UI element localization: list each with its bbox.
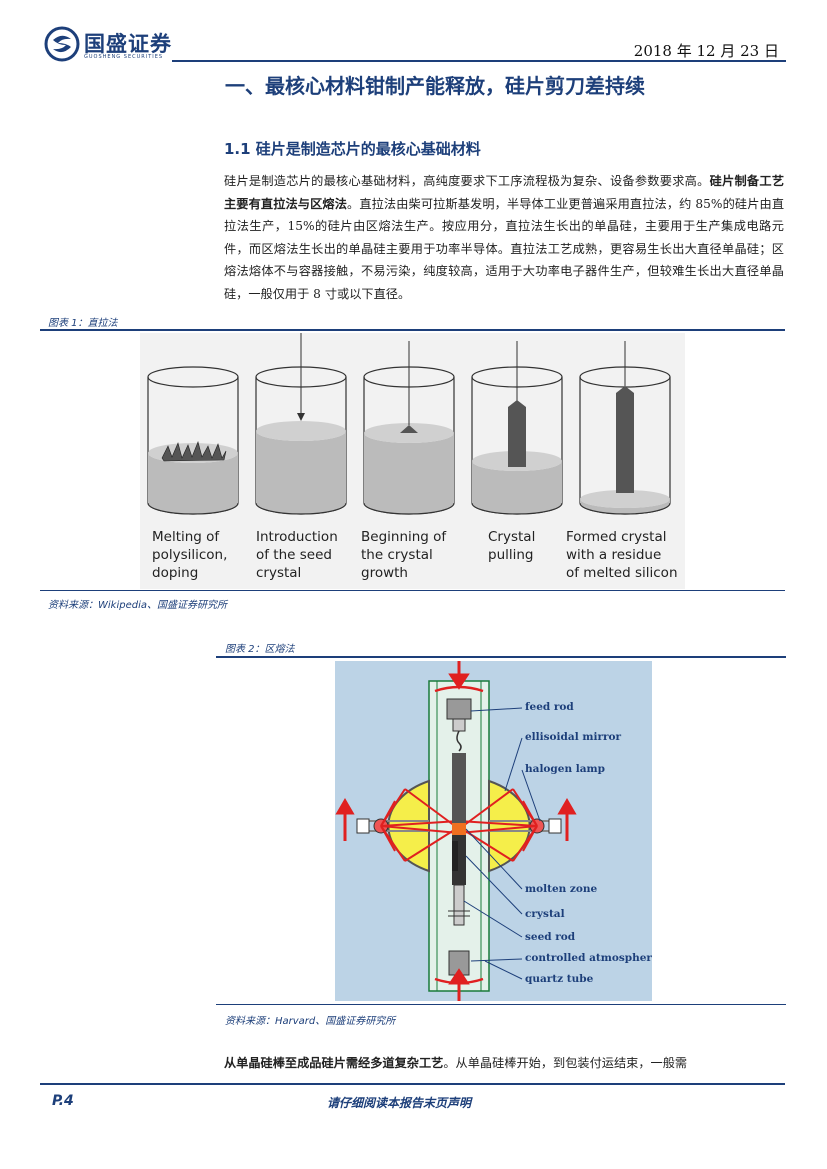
figure2-source: 资料来源：Harvard、国盛证券研究所 [225, 1016, 396, 1027]
figure2-bottom-rule [216, 1004, 786, 1005]
beaker-beginning [363, 341, 455, 515]
para-sentence-1: 硅片是制造芯片的最核心基础材料，高纯度要求下工序流程极为复杂、设备参数要求高。 [224, 174, 710, 188]
footer-divider [40, 1083, 785, 1085]
callout-label: quartz tube [525, 973, 594, 985]
caption-line: Crystal [488, 529, 535, 545]
report-date: 2018 年 12 月 23 日 [633, 42, 779, 60]
caption-line: Formed crystal [566, 529, 667, 545]
section-title: 一、最核心材料钳制产能释放，硅片剪刀差持续 [225, 74, 645, 98]
figure2-top-rule [216, 656, 786, 658]
header-divider [172, 60, 786, 62]
caption-line: of melted silicon [566, 565, 678, 581]
subsection-title: 1.1 硅片是制造芯片的最核心基础材料 [224, 140, 481, 158]
caption-line: doping [152, 565, 198, 581]
czochralski-diagram: Melting of polysilicon, doping Introduction… [140, 333, 685, 589]
callout-label: controlled atmosphere [525, 952, 652, 964]
figure2-callouts: feed rod ellisoidal mirror halogen lamp mol… [525, 701, 652, 985]
callout-label: feed rod [525, 701, 574, 713]
right-mirror [488, 779, 531, 873]
caption-line: of the seed [256, 547, 332, 563]
logo-name: 国盛证券 [84, 32, 172, 56]
continuation-text: 。从单晶硅棒开始，到包装付运结束，一般需 [443, 1056, 688, 1070]
caption-line: Beginning of [361, 529, 447, 545]
para-sentence-3: 。直拉法由柴可拉斯基发明，半导体工业更普遍采用直拉法，约 85%的硅片由直拉法生… [224, 196, 785, 301]
seed-rod [453, 884, 465, 926]
caption-line: pulling [488, 547, 534, 563]
guosheng-logo-icon [44, 26, 80, 62]
para-bold-sentence: 硅片制备工艺主要有直拉法与区熔法 [224, 174, 785, 211]
callout-label: ellisoidal mirror [525, 731, 622, 743]
left-mirror [387, 779, 430, 873]
callout-label: molten zone [525, 883, 598, 895]
leader-lines [463, 707, 541, 980]
beaker-pulling [471, 341, 563, 515]
beaker-seed [255, 333, 347, 515]
callout-label: halogen lamp [525, 763, 605, 775]
callout-label: seed rod [525, 931, 576, 943]
float-zone-diagram: feed rod ellisoidal mirror halogen lamp mol… [335, 661, 652, 1001]
figure2-label: 图表 2：区熔法 [225, 644, 295, 655]
beaker-melting [147, 366, 239, 515]
top-chuck [446, 698, 472, 720]
caption-line: the crystal [361, 547, 433, 563]
caption-line: growth [361, 565, 408, 581]
logo-subtitle: GUOSHENG SECURITIES [84, 54, 164, 60]
disclaimer-note: 请仔细阅读本报告末页声明 [327, 1096, 472, 1110]
continuation-bold: 从单晶硅棒至成品硅片需经多道复杂工艺 [224, 1056, 444, 1070]
beaker-formed [579, 341, 671, 515]
figure1-source: 资料来源：Wikipedia、国盛证券研究所 [48, 600, 227, 611]
figure1-bottom-rule [40, 590, 785, 591]
figure1-top-rule [40, 329, 785, 331]
motion-arrows [335, 661, 577, 1001]
molten-zone [452, 823, 466, 835]
page-number: P.4 [52, 1093, 74, 1109]
body-paragraph: 硅片是制造芯片的最核心基础材料，高纯度要求下工序流程极为复杂、设备参数要求高。硅… [224, 170, 784, 305]
caption-line: Introduction [256, 529, 338, 545]
feed-rod [452, 753, 466, 823]
figure1-captions: Melting of polysilicon, doping Introduction… [152, 529, 678, 581]
caption-line: with a residue [566, 547, 661, 563]
caption-line: Melting of [152, 529, 220, 545]
figure1-label: 图表 1：直拉法 [48, 318, 118, 329]
caption-line: crystal [256, 565, 301, 581]
continuation-paragraph: 从单晶硅棒至成品硅片需经多道复杂工艺。从单晶硅棒开始，到包装付运结束，一般需 [224, 1053, 786, 1071]
caption-line: polysilicon, [152, 547, 227, 563]
callout-label: crystal [525, 908, 565, 920]
light-beams [380, 788, 538, 862]
